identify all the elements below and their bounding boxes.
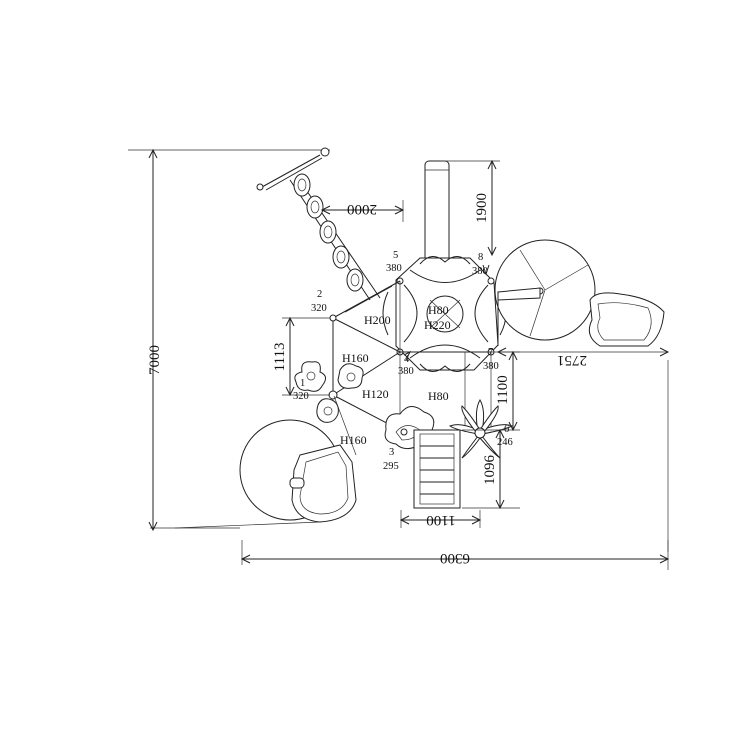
post-6-height: 246: [497, 437, 513, 448]
post-1-height: 320: [293, 391, 309, 402]
right-post-dimension: 1100: [491, 350, 520, 432]
post-labels: 1 320 2 320 3 295 4 380 5 380 6 246 7 38…: [293, 250, 513, 472]
post-4-arrow: [403, 350, 412, 361]
platform-h80-top: H80: [428, 303, 449, 317]
post-3-number: 3: [389, 447, 394, 458]
rope-length-label: 2000: [347, 201, 377, 217]
flower-panel-right: [448, 399, 514, 459]
post-5-height: 380: [386, 263, 402, 274]
post-2-number: 2: [317, 289, 322, 300]
left-post-dimension: 1113: [272, 316, 330, 397]
ladder-width-label: 1100: [426, 512, 455, 528]
platform-h160-a: H160: [342, 351, 369, 365]
ladder-width-dimension: 1100: [399, 510, 482, 528]
post-2-height: 320: [311, 303, 327, 314]
flower-climber-left: [294, 361, 364, 423]
post-5-number: 5: [393, 250, 398, 261]
right-slide-dimension: 2751: [496, 347, 670, 368]
post-1-number: 1: [300, 378, 305, 389]
post-8-number: 8: [478, 252, 483, 263]
post-6-number: 6: [504, 424, 509, 435]
tube-height-label: 1900: [474, 193, 490, 223]
overall-width-dimension: 6300: [240, 360, 670, 570]
post-4-height: 380: [398, 366, 414, 377]
overall-height-dimension: 7000: [128, 148, 330, 532]
overall-height-label: 7000: [147, 345, 163, 375]
post-4-number: 4: [404, 354, 410, 365]
rope-net-climber: [256, 147, 381, 301]
post-7-number: 7: [488, 347, 493, 358]
post-3-height: 295: [383, 461, 399, 472]
post-8-height: 380: [472, 266, 488, 277]
ladder-height-dimension: 1096: [462, 428, 520, 510]
rope-length-dimension: 2000: [320, 200, 405, 222]
post-7-height: 380: [483, 361, 499, 372]
spiral-slide-left: [174, 395, 357, 529]
right-post-spacing-label: 1100: [495, 375, 511, 404]
deck-structure: [328, 280, 492, 433]
spiral-slide-right: [494, 239, 665, 347]
ladder: [413, 429, 461, 509]
right-slide-offset-label: 2751: [557, 352, 587, 368]
tube-slide-top: 1900: [424, 159, 500, 267]
platform-h220: H220: [424, 318, 451, 332]
ladder-height-label: 1096: [482, 455, 498, 486]
platform-height-labels: H80 H220 H200 H160 H120 H160 H80: [340, 303, 451, 447]
overall-width-label: 6300: [440, 550, 470, 566]
platform-h120: H120: [362, 387, 389, 401]
post-8-arrow: [482, 264, 490, 276]
platform-h80-lower: H80: [428, 389, 449, 403]
left-post-spacing-label: 1113: [272, 343, 288, 372]
platform-h160-b: H160: [340, 433, 367, 447]
platform-h200: H200: [364, 313, 391, 327]
